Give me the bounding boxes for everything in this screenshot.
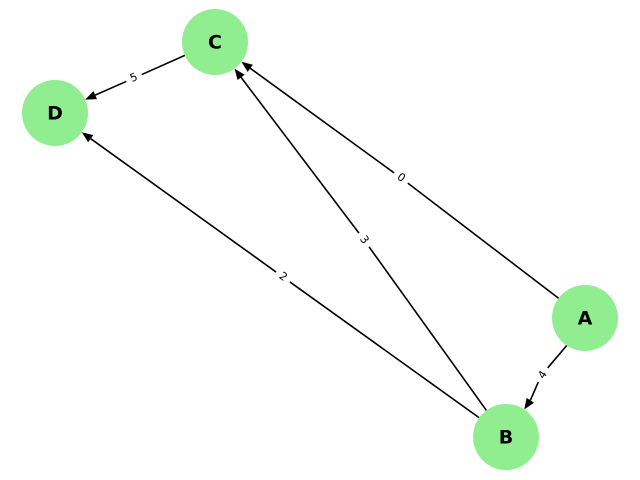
graph-node-c[interactable]: C bbox=[182, 9, 248, 75]
node-circle-a[interactable] bbox=[552, 285, 618, 351]
node-circle-d[interactable] bbox=[22, 80, 88, 146]
edge-label-a-c: 0 bbox=[395, 170, 408, 185]
node-label-c: C bbox=[208, 32, 222, 54]
node-circle-b[interactable] bbox=[473, 404, 539, 470]
nodes-layer: A B C D bbox=[22, 9, 618, 470]
arrowhead-icon bbox=[81, 132, 94, 143]
node-label-b: B bbox=[499, 427, 513, 449]
graph-node-b[interactable]: B bbox=[473, 404, 539, 470]
edge-labels-layer: 0 2 3 4 5 bbox=[128, 70, 550, 381]
edges-layer bbox=[81, 54, 568, 419]
edge-label-b-d: 2 bbox=[277, 269, 290, 284]
edge-line-b-d bbox=[289, 281, 480, 419]
node-circle-c[interactable] bbox=[182, 9, 248, 75]
node-label-a: A bbox=[578, 308, 593, 330]
edge-line-a-c bbox=[407, 182, 560, 299]
edge-line-a-b bbox=[547, 344, 568, 369]
arrowhead-icon bbox=[85, 91, 97, 100]
edge-label-c-d: 5 bbox=[128, 70, 140, 85]
edge-line-c-d-tail bbox=[94, 80, 127, 96]
graph-node-d[interactable]: D bbox=[22, 80, 88, 146]
edge-line-b-c-tail bbox=[240, 76, 360, 234]
edge-line-b-c bbox=[368, 246, 488, 411]
edge-line-a-b-tail bbox=[529, 381, 540, 401]
arrowhead-icon bbox=[524, 397, 534, 410]
node-label-d: D bbox=[47, 103, 63, 125]
edge-line-a-c-tail bbox=[249, 67, 395, 174]
arrowhead-icon bbox=[241, 61, 253, 72]
graph-node-a[interactable]: A bbox=[552, 285, 618, 351]
edge-line-b-d-tail bbox=[90, 138, 277, 273]
edge-label-a-b: 4 bbox=[535, 368, 550, 381]
edge-line-c-d bbox=[141, 54, 186, 76]
edge-label-b-c: 3 bbox=[357, 233, 372, 246]
arrowhead-icon bbox=[234, 68, 245, 81]
